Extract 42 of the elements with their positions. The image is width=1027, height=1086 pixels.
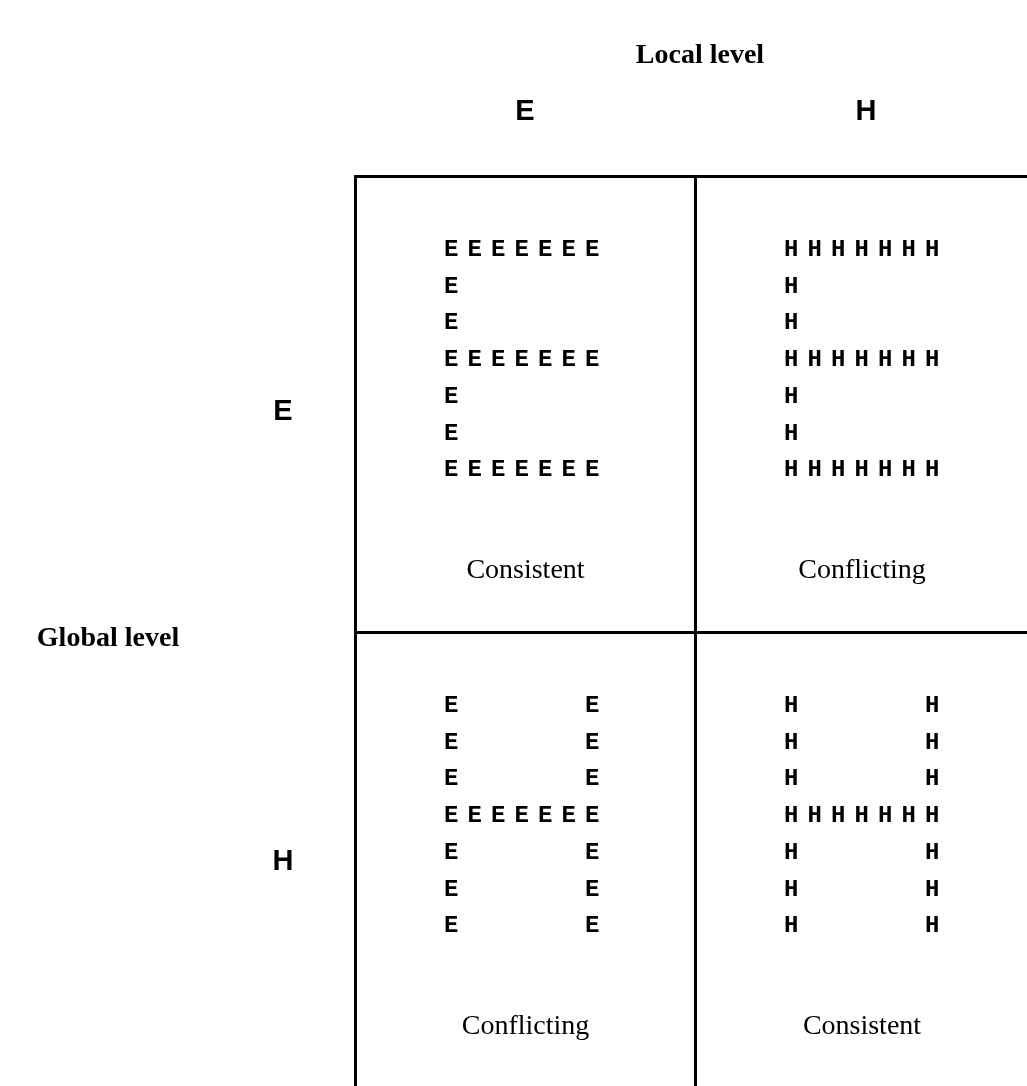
row-header: E xyxy=(273,393,293,427)
letter-row: E xyxy=(444,272,468,301)
grid-cell xyxy=(694,175,1027,632)
letter-row: H xyxy=(784,382,808,411)
letter-row: E xyxy=(444,419,468,448)
cell-caption: Conflicting xyxy=(797,553,927,585)
grid-cell xyxy=(694,631,1027,1086)
letter-row: HHHHHHH xyxy=(784,346,949,375)
row-header: H xyxy=(272,843,294,877)
axis-title: Global level xyxy=(36,621,180,653)
grid-cell xyxy=(354,631,694,1086)
letter-row: E xyxy=(444,382,468,411)
letter-row: HHHHHHH xyxy=(784,802,949,831)
letter-row: EEEEEEE xyxy=(444,346,609,375)
letter-row: HHHHHHH xyxy=(784,236,949,264)
cell-caption: Conflicting xyxy=(460,1009,591,1041)
letter-row: H H xyxy=(784,728,949,757)
grid-cell xyxy=(354,175,694,632)
letter-row: H H xyxy=(784,912,949,941)
letter-row: H H xyxy=(784,875,949,904)
letter-row: EEEEEEE xyxy=(444,802,609,831)
letter-row: H H xyxy=(784,692,949,720)
letter-row: E E xyxy=(444,838,609,867)
letter-row: H xyxy=(784,272,808,301)
letter-row: H H xyxy=(784,838,949,867)
column-header: E xyxy=(515,93,535,127)
column-header: H xyxy=(855,93,877,127)
letter-row: HHHHHHH xyxy=(784,456,949,485)
letter-row: H H xyxy=(784,765,949,794)
letter-row: E E xyxy=(444,912,609,941)
letter-row: EEEEEEE xyxy=(444,456,609,485)
axis-title: Local level xyxy=(635,38,765,70)
letter-row: E E xyxy=(444,692,609,720)
letter-row: H xyxy=(784,309,808,338)
letter-row: EEEEEEE xyxy=(444,236,609,264)
cell-caption: Consistent xyxy=(465,553,586,585)
letter-row: E E xyxy=(444,728,609,757)
letter-row: H xyxy=(784,419,808,448)
letter-row: E E xyxy=(444,875,609,904)
cell-caption: Consistent xyxy=(801,1009,923,1041)
letter-row: E E xyxy=(444,765,609,794)
letter-row: E xyxy=(444,309,468,338)
